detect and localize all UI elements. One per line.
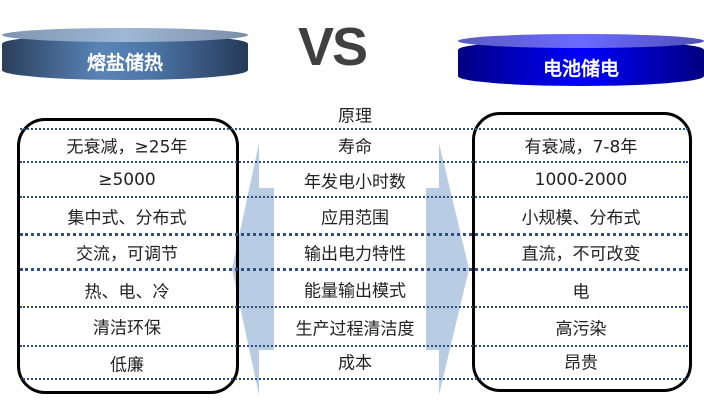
left-cell: 清洁环保 — [93, 318, 161, 339]
left-cell: 低廉 — [110, 355, 144, 376]
right-cell: 直流，不可改变 — [521, 244, 641, 265]
criterion-cell: 成本 — [338, 353, 372, 374]
left-cell: ≥5000 — [98, 170, 156, 190]
right-title-text: 电池储电 — [542, 57, 619, 80]
right-cell: 昂贵 — [564, 353, 598, 374]
divider — [20, 345, 688, 347]
right-cell: 小规模、分布式 — [521, 208, 641, 229]
criterion-cell: 寿命 — [338, 137, 372, 158]
battery-title: 电池储电 — [458, 34, 704, 86]
criterion-cell: 能量输出模式 — [304, 281, 406, 302]
right-cell: 1000-2000 — [534, 170, 628, 190]
divider — [20, 196, 688, 198]
header-principle: 原理 — [338, 106, 372, 127]
vs-label: VS — [298, 17, 368, 77]
right-box — [472, 112, 692, 392]
divider — [20, 378, 688, 380]
divider — [20, 268, 688, 271]
left-box — [17, 118, 239, 394]
molten-salt-title: 熔盐储热 — [2, 28, 248, 80]
criterion-cell: 应用范围 — [321, 208, 389, 229]
divider — [20, 306, 688, 308]
criterion-cell: 生产过程清洁度 — [295, 319, 415, 340]
left-cell: 交流，可调节 — [76, 244, 178, 265]
right-cell: 电 — [572, 282, 590, 303]
divider — [20, 161, 688, 163]
left-title-text: 熔盐储热 — [86, 51, 163, 74]
right-cell: 高污染 — [555, 319, 607, 340]
criterion-cell: 输出电力特性 — [304, 244, 406, 265]
left-cell: 热、电、冷 — [84, 282, 170, 303]
left-cell: 集中式、分布式 — [67, 208, 187, 229]
divider — [20, 233, 688, 236]
criterion-cell: 年发电小时数 — [304, 172, 406, 193]
divider — [20, 128, 688, 130]
left-cell: 无衰减，≥25年 — [66, 137, 188, 158]
right-cell: 有衰减，7-8年 — [524, 137, 638, 158]
